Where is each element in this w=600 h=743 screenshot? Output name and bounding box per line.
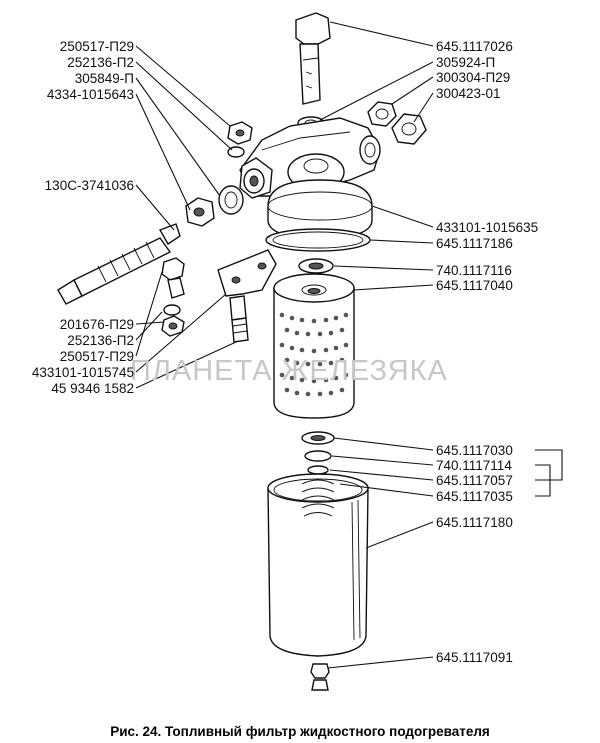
bracket-stud — [229, 295, 249, 343]
banjo-bolt — [295, 12, 331, 105]
label-left-6: 201676-П29 — [60, 317, 134, 332]
label-right-1: 645.1117026 — [436, 39, 513, 54]
label-right-6: 645.1117186 — [436, 236, 513, 251]
label-left-3: 305849-П — [75, 71, 134, 86]
label-left-2: 252136-П2 — [67, 55, 134, 70]
watermark: ПЛАНЕТА ЖЕЛЕЗЯКА — [130, 355, 448, 387]
label-left-10: 45 9346 1582 — [51, 381, 134, 396]
copper-washer-left — [218, 185, 244, 215]
mounting-bracket — [217, 249, 277, 297]
spring-seat — [307, 465, 329, 475]
label-right-8: 645.1117040 — [436, 278, 513, 293]
label-left-8: 250517-П29 — [60, 349, 134, 364]
label-right-3: 300304-П29 — [436, 70, 510, 85]
label-right-9: 645.1117030 — [436, 443, 513, 458]
label-right-5: 433101-1015635 — [436, 220, 538, 235]
figure-caption: Рис. 24. Топливный фильтр жидкостного по… — [110, 724, 490, 739]
label-right-13: 645.1117180 — [436, 515, 513, 530]
union-fitting — [185, 197, 215, 227]
label-left-4: 4334-1015643 — [47, 87, 134, 102]
label-right-12: 645.1117035 — [436, 489, 513, 504]
label-left-5: 130С-3741036 — [45, 178, 134, 193]
side-fitting-small — [367, 101, 397, 127]
nut-top-left — [227, 121, 253, 145]
bracket-washer — [163, 304, 181, 316]
left-labels: 250517-П29 252136-П2 305849-П 4334-10156… — [32, 39, 134, 396]
label-right-2: 305924-П — [436, 55, 495, 70]
bracket-bolt — [161, 257, 185, 299]
label-left-7: 252136-П2 — [67, 333, 134, 348]
filter-element — [273, 273, 355, 419]
label-right-7: 740.1117116 — [436, 263, 512, 278]
heater-plug — [57, 223, 181, 305]
label-left-1: 250517-П29 — [60, 39, 134, 54]
label-right-14: 645.1117091 — [436, 650, 513, 665]
side-fitting-large — [391, 113, 427, 145]
label-right-11: 645.1117057 — [436, 473, 513, 488]
right-labels: 645.1117026 305924-П 300304-П29 300423-0… — [436, 39, 538, 665]
label-right-4: 300423-01 — [436, 86, 501, 101]
label-left-9: 433101-1015745 — [32, 365, 134, 380]
label-right-10: 740.1117114 — [436, 458, 512, 473]
lower-washer — [304, 450, 332, 462]
filter-bowl — [267, 473, 369, 657]
leader-lines — [135, 21, 563, 669]
drain-plug — [310, 663, 330, 691]
